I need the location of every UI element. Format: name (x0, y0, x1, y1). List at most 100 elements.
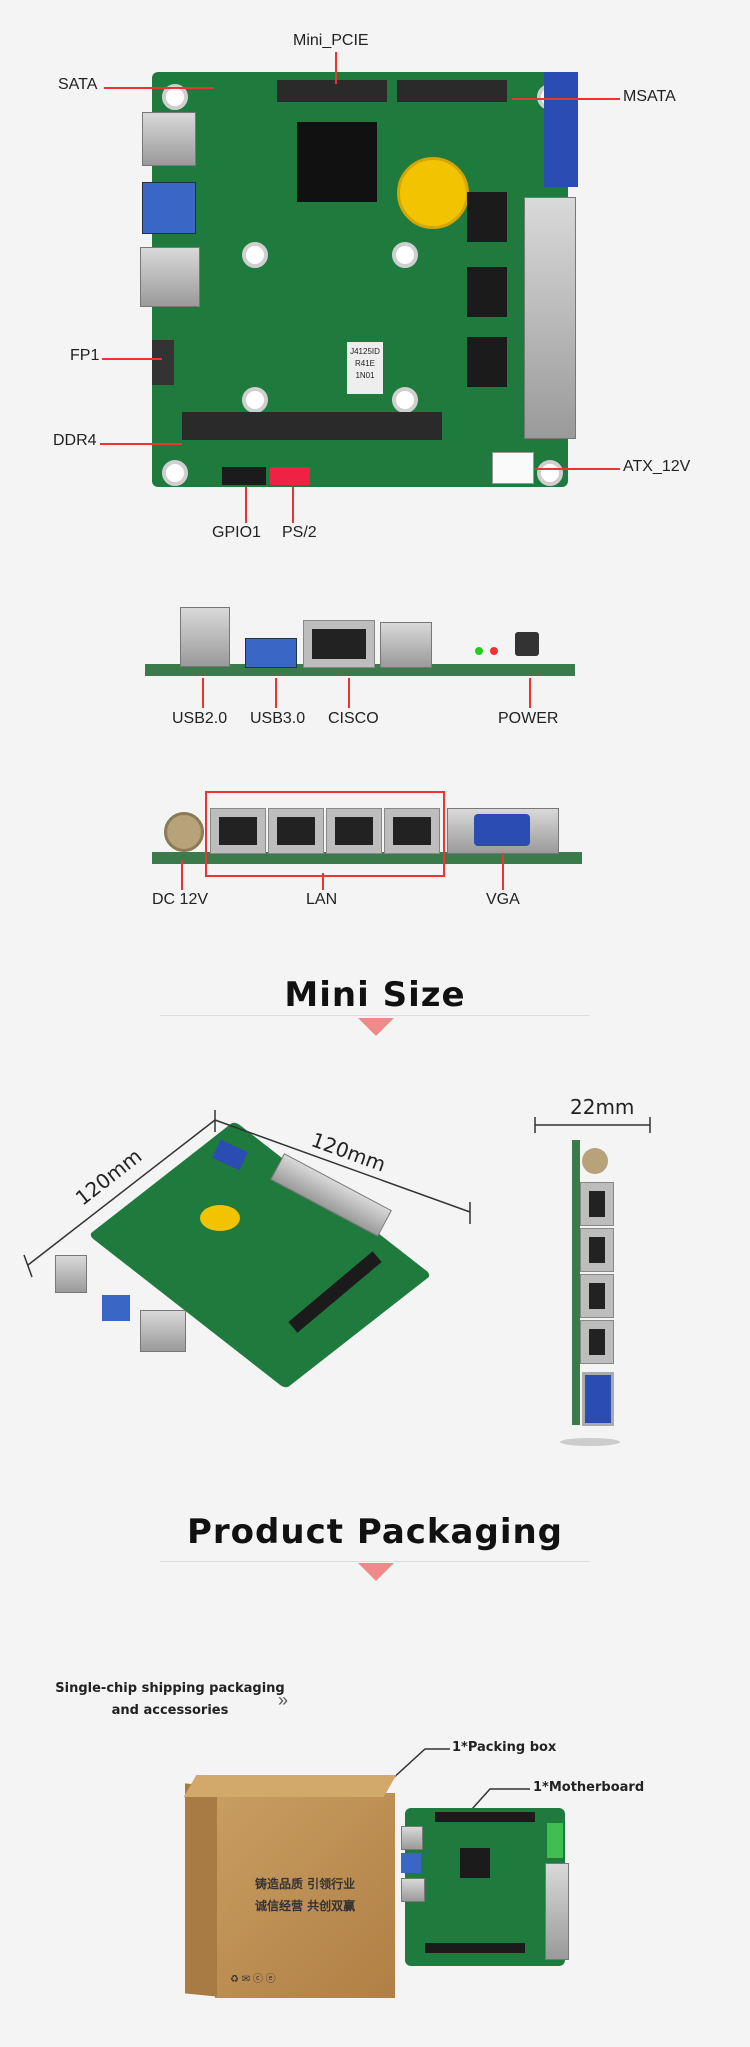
label-power: POWER (498, 710, 559, 727)
label-mini-pcie: Mini_PCIE (293, 32, 369, 49)
callout-line (181, 860, 183, 890)
led (490, 647, 498, 655)
label-sata: SATA (58, 76, 98, 93)
slot (435, 1812, 535, 1822)
rj45-port (401, 1878, 425, 1902)
section-divider (160, 1015, 590, 1016)
board-top-view: J4125ID R41E 1N01 (140, 72, 578, 487)
section-title-mini-size: Mini Size (284, 975, 466, 1015)
atx-connector (492, 452, 534, 484)
label-gpio1: GPIO1 (212, 524, 261, 541)
usb-port (55, 1255, 87, 1293)
front-io-view (145, 602, 575, 678)
usb3-port (401, 1853, 421, 1873)
cmos-battery (397, 157, 469, 229)
memory-chip (467, 337, 507, 387)
label-packing-box: 1*Packing box (452, 1740, 557, 1755)
motherboard-photo (401, 1808, 569, 1966)
ddr4-slot (425, 1943, 525, 1953)
packaging-callout-lines (389, 1748, 530, 1810)
lan-port (580, 1228, 614, 1272)
usb-port (142, 112, 196, 166)
model-line: R41E (354, 359, 375, 368)
lan-stack (524, 197, 576, 439)
lan-port (580, 1274, 614, 1318)
certification-icons: ♻ ✉ ⓒ ⓔ (230, 1974, 276, 1985)
thickness-line (534, 1117, 651, 1133)
label-atx-12v: ATX_12V (623, 458, 691, 475)
packaging-note: Single-chip shipping packaging and acces… (50, 1678, 290, 1722)
memory-chip (467, 267, 507, 317)
mount-hole (392, 242, 418, 268)
rj45-port (303, 620, 375, 668)
lan-port (580, 1320, 614, 1364)
board-side-profile (572, 1140, 614, 1426)
box-side (185, 1783, 217, 1997)
mount-hole (537, 460, 563, 486)
label-ddr4: DDR4 (53, 432, 97, 449)
box-text-2: 诚信经营 共创双赢 (255, 1899, 356, 1913)
dimension-lines (23, 1110, 471, 1278)
dc-jack (582, 1148, 608, 1174)
lan-port (384, 808, 440, 854)
double-chevron-icon: » (278, 1690, 289, 1710)
label-usb20: USB2.0 (172, 710, 228, 727)
model-line: 1N01 (355, 371, 375, 380)
board-isometric-view (40, 1110, 470, 1390)
lan-highlight-box (205, 791, 445, 877)
rj45-port (140, 1310, 186, 1352)
packaging-note-line2: and accessories (111, 1703, 229, 1718)
mini-pcie-slot (277, 80, 387, 102)
packaging-note-line1: Single-chip shipping packaging (55, 1681, 285, 1696)
green-connector (547, 1823, 563, 1858)
callout-line (292, 487, 294, 523)
vga-connector (544, 72, 578, 187)
cmos-battery (200, 1205, 240, 1231)
label-fp1: FP1 (70, 347, 100, 364)
section-arrow (358, 1563, 394, 1581)
callout-line (535, 468, 620, 470)
pcb-board (405, 1808, 565, 1966)
pcb-edge (572, 1140, 580, 1425)
callout-line (512, 98, 620, 100)
callout-line (348, 678, 350, 708)
section-arrow (358, 1018, 394, 1036)
heatsink-bracket (380, 622, 432, 668)
mount-hole (392, 387, 418, 413)
ddr4-slot (182, 412, 442, 440)
cpu-chip (460, 1848, 490, 1878)
lan-port (210, 808, 266, 854)
rj45-port (140, 247, 200, 307)
section-title-packaging: Product Packaging (186, 1512, 564, 1552)
rear-io-view (152, 800, 582, 865)
usb3-port (245, 638, 297, 668)
mount-hole (242, 387, 268, 413)
label-ps2: PS/2 (282, 524, 317, 541)
mount-hole (242, 242, 268, 268)
callout-line (245, 487, 247, 523)
section-divider (160, 1561, 590, 1562)
callout-line (529, 678, 531, 708)
callout-line (322, 873, 324, 890)
label-lan: LAN (306, 891, 338, 908)
callout-line (100, 443, 182, 445)
label-msata: MSATA (623, 88, 676, 105)
cpu-chip (297, 122, 377, 202)
box-top (183, 1775, 397, 1797)
label-usb30: USB3.0 (250, 710, 306, 727)
callout-line (502, 853, 504, 890)
usb3-port (142, 182, 196, 234)
lan-port (268, 808, 324, 854)
model-sticker: J4125ID R41E 1N01 (347, 342, 383, 394)
shadow (560, 1438, 620, 1446)
callout-line (275, 678, 277, 708)
vga-port (474, 814, 530, 846)
callout-line (104, 87, 214, 89)
dimension-thickness: 22mm (570, 1095, 635, 1119)
fp1-header (152, 340, 174, 385)
label-cisco: CISCO (328, 710, 379, 727)
lan-port (326, 808, 382, 854)
box-text-1: 铸造品质 引领行业 (255, 1877, 356, 1891)
label-vga: VGA (486, 891, 520, 908)
box-front (215, 1793, 395, 1998)
